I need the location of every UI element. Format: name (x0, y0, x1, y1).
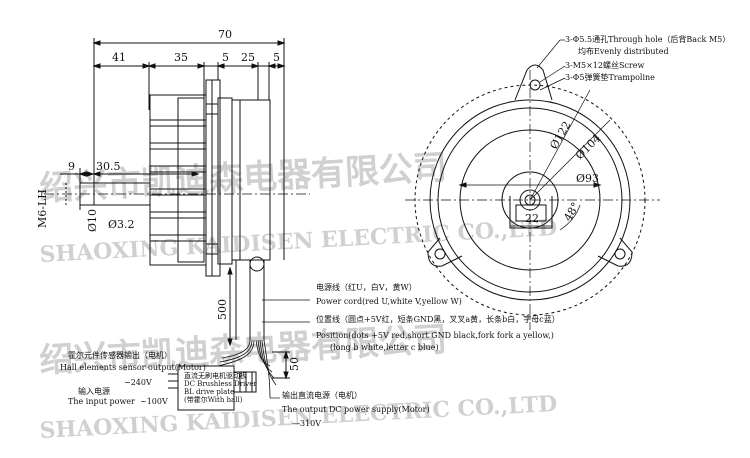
dim-22: 22 (525, 212, 539, 225)
ear-top (514, 64, 553, 101)
board-text-2: DC Brushless Driver (184, 380, 257, 388)
dim-104: Ø104 (573, 132, 603, 162)
power-cord-en: Power cord(red U,white V,yellow W) (316, 297, 462, 306)
front-view (405, 39, 660, 330)
dim-500: 500 (216, 299, 229, 320)
ear-left (427, 237, 463, 267)
ear-right (597, 237, 633, 267)
dim-5b: 5 (273, 51, 280, 64)
dim-41: 41 (112, 51, 126, 64)
dim-shaft-dia: Ø10 (86, 209, 99, 232)
dim-122: Ø122 (547, 119, 573, 151)
board-text-3: BL drive plate (184, 388, 234, 396)
hall-cn: 霍尔元件传感器输出（电机） (68, 350, 172, 360)
dim-50: 50 (288, 357, 301, 371)
output-cn: 输出直流电源（电机） (282, 390, 362, 400)
callout-screw: 3-M5×12螺丝Screw (565, 60, 644, 70)
dim-5a: 5 (222, 51, 229, 64)
power-cord-cn: 电源线（红U，白V，黄W） (316, 282, 417, 292)
dim-30-5: 30.5 (96, 160, 121, 173)
dim-thread: M6-LH (36, 189, 49, 228)
input-en: The input power (68, 397, 135, 406)
dim-flat-dia: Ø3.2 (108, 218, 135, 231)
dim-35: 35 (174, 51, 188, 64)
position-cn: 位置线（圆点+5V红，短条GND黑，叉叉a黄，长条b白，字母c蓝） (316, 314, 560, 324)
dim-25: 25 (241, 51, 255, 64)
position-en-2: (long b white,letter c blue) (330, 343, 439, 352)
dim-9: 9 (68, 160, 75, 173)
input-cn: 输入电源 (78, 386, 110, 396)
output-v: —310V (292, 419, 321, 428)
dim-70: 70 (218, 28, 232, 41)
board-text-4: (带霍尔With hall) (184, 395, 243, 404)
input-v1: ~240V (124, 378, 152, 387)
position-en-1: Position(dots +5V red,short GND black,fo… (316, 331, 554, 340)
output-en: The output DC power supply(Motor) (282, 405, 430, 414)
callout-evenly: 均布Evenly distributed (578, 46, 669, 56)
callout-hole: 3-Φ5.5通孔Through hole（后背Back M5） (565, 34, 730, 44)
callout-trampoline: 3-Φ5弹簧垫Trampoline (565, 72, 655, 82)
watermark-cn-1: 绍兴市凯迪森电器有限公司 (38, 148, 448, 209)
dim-93: Ø93 (576, 172, 599, 185)
dim-angle: 48° (561, 200, 582, 223)
side-view (44, 38, 310, 411)
board-text-1: 直流无刷电机驱动板 (184, 371, 247, 380)
input-v2: ~100V (140, 397, 168, 406)
hall-en: Hall elements sensor output(Motor) (60, 363, 206, 372)
